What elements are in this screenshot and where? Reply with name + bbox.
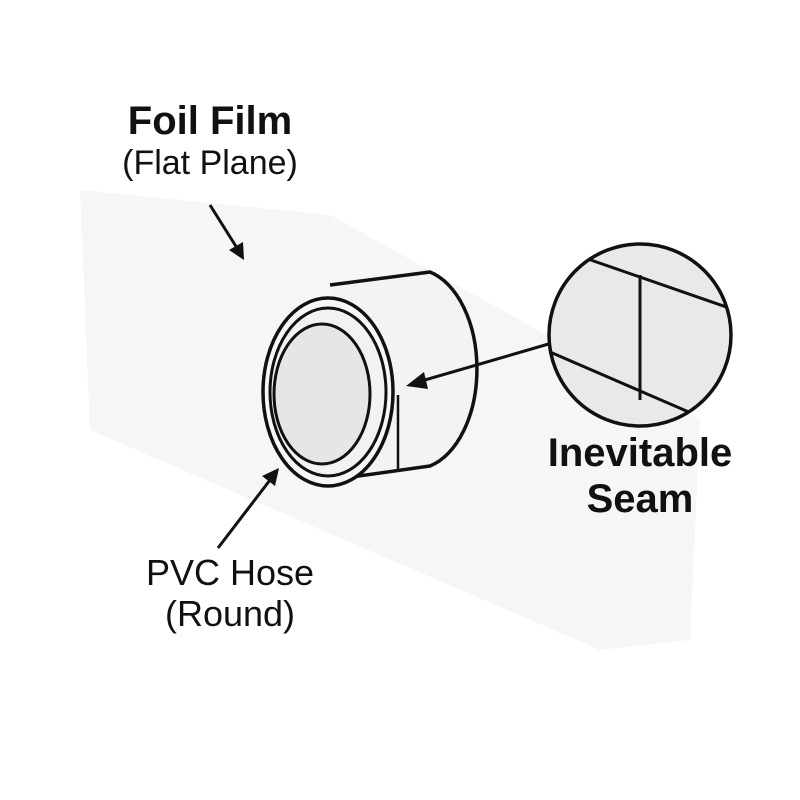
seam-pointer-arrowhead <box>406 372 428 389</box>
foil-film-label: Foil Film (Flat Plane) <box>80 98 340 183</box>
pvc-hose-subtitle: (Round) <box>164 593 296 635</box>
seam-label-line2: Seam <box>586 477 694 521</box>
hose-inner-bore <box>272 322 372 466</box>
seam-pointer-line <box>417 341 553 384</box>
seam-label-line1: Inevitable <box>547 431 733 475</box>
foil-film-title: Foil Film <box>127 99 293 143</box>
hose-pointer-line <box>216 479 272 549</box>
foil-pointer-line <box>208 204 239 249</box>
seam-magnifier-outline <box>547 242 733 428</box>
seam-label: Inevitable Seam <box>520 430 760 522</box>
pvc-hose-label: PVC Hose (Round) <box>100 552 360 635</box>
hose-pointer-arrowhead <box>262 468 279 486</box>
pvc-hose-title: PVC Hose <box>145 552 315 593</box>
foil-pointer-arrowhead <box>229 242 244 260</box>
foil-film-subtitle: (Flat Plane) <box>122 144 298 182</box>
